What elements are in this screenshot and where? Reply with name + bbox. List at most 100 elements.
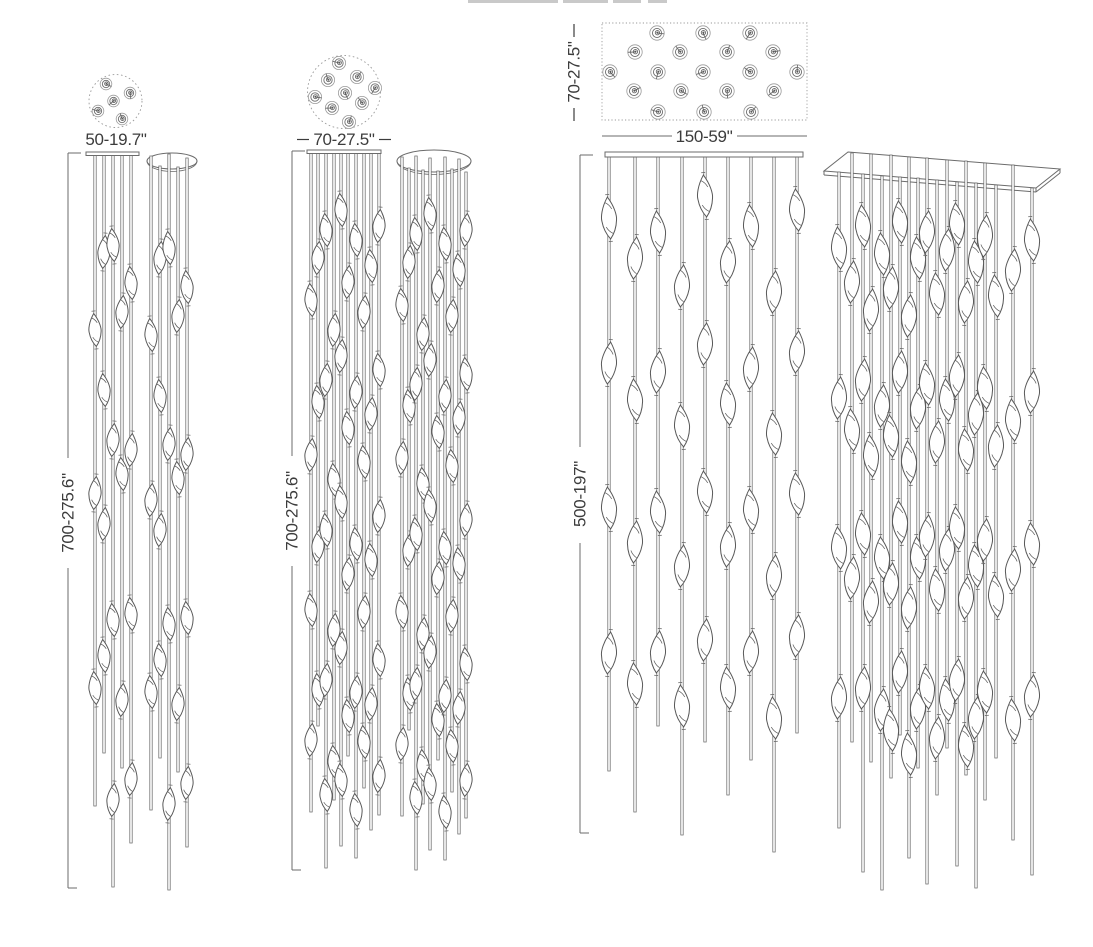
glass-leaf xyxy=(957,722,975,770)
pendant-rod xyxy=(945,159,949,749)
pendant-rod xyxy=(607,156,611,772)
glass-leaf xyxy=(742,344,760,392)
glass-leaf xyxy=(97,504,111,544)
pendant-rod xyxy=(158,165,162,759)
glass-leaf xyxy=(153,376,167,416)
glass-leaf xyxy=(162,424,176,464)
glass-leaf xyxy=(882,264,900,312)
glass-leaf xyxy=(600,194,618,242)
glass-leaf xyxy=(765,552,783,600)
pendant-position-marker xyxy=(307,90,322,105)
glass-leaf xyxy=(431,412,445,452)
pendant-position-marker xyxy=(742,25,758,41)
glass-leaf xyxy=(626,660,644,708)
glass-leaf xyxy=(445,446,459,486)
glass-leaf xyxy=(162,604,176,644)
glass-leaf xyxy=(928,270,946,318)
glass-leaf xyxy=(957,574,975,622)
glass-leaf xyxy=(649,348,667,396)
glass-leaf xyxy=(948,504,966,552)
pendant-position-marker xyxy=(696,104,712,120)
front-elevation xyxy=(85,151,140,888)
pendant-position-marker xyxy=(367,81,382,96)
glass-leaf xyxy=(843,554,861,602)
glass-leaf xyxy=(327,310,341,350)
glass-leaf xyxy=(334,336,348,376)
glass-leaf xyxy=(423,632,437,672)
glass-leaf xyxy=(843,258,861,306)
glass-leaf xyxy=(311,382,325,422)
glass-leaf xyxy=(1004,546,1022,594)
glass-leaf xyxy=(854,664,872,712)
glass-leaf xyxy=(967,390,985,438)
glass-leaf xyxy=(349,372,363,412)
glass-leaf xyxy=(416,314,430,354)
cropped-heading-text xyxy=(468,0,667,3)
pendant-position-marker xyxy=(337,86,352,101)
glass-leaf xyxy=(409,514,423,554)
height-dimension: 700-275.6" xyxy=(283,150,305,871)
glass-leaf xyxy=(765,268,783,316)
pendant-rod xyxy=(974,182,978,889)
glass-leaf xyxy=(304,435,318,475)
glass-leaf xyxy=(673,682,691,730)
pendant-rod xyxy=(1011,164,1015,841)
glass-leaf xyxy=(115,292,129,332)
glass-leaf xyxy=(873,230,891,278)
glass-leaf xyxy=(144,672,158,712)
glass-leaf xyxy=(416,614,430,654)
glass-leaf xyxy=(357,442,371,482)
glass-leaf xyxy=(987,572,1005,620)
glass-leaves xyxy=(600,172,806,742)
pendant-position-marker xyxy=(324,101,339,116)
glass-leaf xyxy=(431,266,445,306)
glass-leaves xyxy=(88,225,138,820)
glass-leaf xyxy=(319,775,333,815)
glass-leaf xyxy=(153,640,167,680)
glass-leaf xyxy=(106,600,120,640)
glass-leaf xyxy=(957,426,975,474)
glass-leaf xyxy=(395,438,409,478)
glass-leaf xyxy=(180,763,194,803)
pendant-position-marker xyxy=(673,83,689,99)
glass-leaf xyxy=(765,694,783,742)
glass-leaf xyxy=(459,644,473,684)
glass-leaf xyxy=(649,628,667,676)
glass-leaf xyxy=(171,684,185,724)
glass-leaf xyxy=(409,364,423,404)
glass-leaf xyxy=(909,384,927,432)
glass-leaf xyxy=(395,592,409,632)
glass-leaf xyxy=(97,370,111,410)
glass-leaf xyxy=(976,212,994,260)
pendant-position-marker xyxy=(115,112,129,126)
glass-leaf xyxy=(938,376,956,424)
glass-leaf xyxy=(626,376,644,424)
pendant-rod xyxy=(149,155,153,811)
glass-leaf xyxy=(124,430,138,470)
glass-leaf xyxy=(334,760,348,800)
glass-leaf xyxy=(341,554,355,594)
glass-leaf xyxy=(372,640,386,680)
perspective-view xyxy=(144,152,198,891)
glass-leaf xyxy=(900,438,918,486)
pendant-position-marker xyxy=(354,96,369,111)
canopy-outline-circle xyxy=(88,74,143,128)
ceiling-canopy-bar xyxy=(85,151,140,156)
height-dimension: 700-275.6" xyxy=(59,152,81,889)
ceiling-canopy-bar xyxy=(604,151,804,158)
glass-leaf xyxy=(395,285,409,325)
glass-leaf xyxy=(862,432,880,480)
pendant-position-marker xyxy=(672,44,688,60)
pendant-rod xyxy=(185,157,189,848)
glass-leaf xyxy=(319,360,333,400)
pendant-rod xyxy=(772,156,776,853)
glass-leaf xyxy=(882,412,900,460)
glass-leaf xyxy=(115,680,129,720)
glass-leaf xyxy=(854,356,872,404)
glass-leaf xyxy=(459,500,473,540)
glass-leaf xyxy=(341,696,355,736)
pendant-rod xyxy=(407,167,411,731)
overall-height-label: 700-275.6" xyxy=(283,471,302,551)
glass-leaf xyxy=(423,194,437,234)
pendant-rod xyxy=(129,155,133,844)
